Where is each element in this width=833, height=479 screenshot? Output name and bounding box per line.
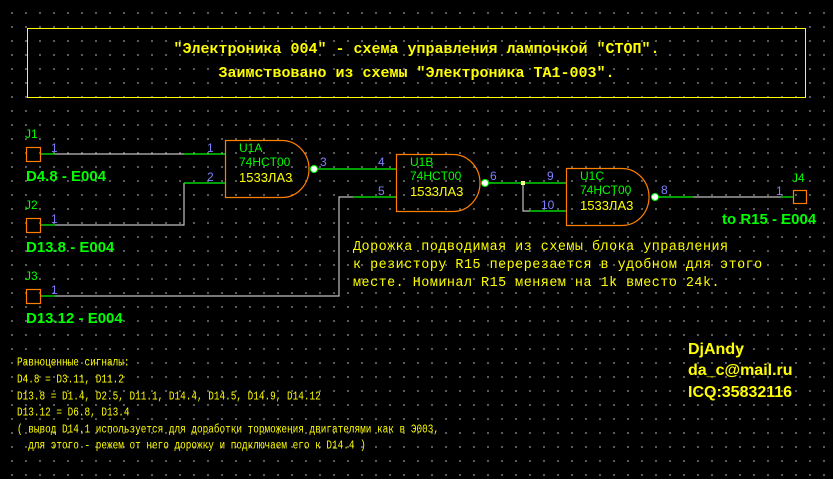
- j3-pin: 1: [51, 283, 58, 297]
- u1b-pin-out: 6: [490, 169, 497, 183]
- j3-ref: J3: [25, 269, 38, 283]
- nand-gate-u1c: [565, 167, 650, 227]
- j4-pin: 1: [776, 184, 783, 198]
- u1a-type: 74HCT00: [239, 155, 291, 169]
- connector-j2: [25, 217, 42, 234]
- note-line-3: месте. Номинал R15 меняем на 1k вместо 2…: [353, 276, 721, 291]
- u1c-ref: U1C: [580, 169, 605, 183]
- u1b-pin-in1: 4: [378, 155, 385, 169]
- u1c-pin-in2: 10: [541, 198, 555, 212]
- note-line-2: к резистору R15 перерезается в удобном д…: [353, 258, 763, 273]
- u1c-alt: 1533ЛА3: [580, 198, 634, 213]
- note-line-1: Дорожка подводимая из схемы блока управл…: [353, 240, 729, 255]
- u1b-alt: 1533ЛА3: [410, 184, 464, 199]
- nand-gate-u1a: [224, 139, 310, 199]
- inverter-bubble-u1c: [651, 193, 659, 201]
- u1a-pin-in1: 1: [207, 141, 214, 155]
- trace-j2: [55, 183, 185, 226]
- u1b-type: 74HCT00: [410, 169, 462, 183]
- u1a-pin-in2: 2: [207, 170, 214, 184]
- title-line-2: Заимствовано из схемы "Электроника ТА1-0…: [218, 65, 615, 82]
- equivalents-line: D13.8 = D1.4, D2.5, D11.1, D14.4, D14.5,…: [17, 389, 321, 404]
- u1a-alt: 1533ЛА3: [239, 170, 293, 185]
- inverter-bubble-u1a: [310, 165, 318, 173]
- connector-j1: [25, 146, 42, 163]
- j2-pin: 1: [51, 212, 58, 226]
- u1a-pin-out: 3: [320, 155, 327, 169]
- j2-net: D13.8 - E004: [26, 239, 115, 256]
- u1c-type: 74HCT00: [580, 183, 632, 197]
- j1-ref: J1: [25, 127, 38, 141]
- u1b-ref: U1B: [410, 155, 434, 169]
- j1-pin: 1: [51, 141, 58, 155]
- u1b-pin-in2: 5: [378, 184, 385, 198]
- u1c-pin-in1: 9: [547, 169, 554, 183]
- title-line-1: "Электроника 004" - схема управления лам…: [173, 41, 660, 58]
- inverter-bubble-u1b: [481, 179, 489, 187]
- u1c-pin-out: 8: [661, 183, 668, 197]
- author-icq: ICQ:35832116: [688, 384, 793, 401]
- u1a-ref: U1A: [239, 141, 263, 155]
- equivalents-line: ( вывод D14.1 используется для доработки…: [17, 422, 439, 437]
- j2-ref: J2: [25, 198, 38, 212]
- trace-j3: [55, 196, 353, 297]
- equivalents-heading: Равноценные сигналы:: [17, 355, 130, 370]
- author-email: da_c@mail.ru: [688, 362, 793, 379]
- nand-gate-u1b: [395, 153, 481, 213]
- equivalents-line: D4.8 = D3.11, D11.2: [17, 372, 124, 387]
- equivalents-line: D13.12 = D6.8, D13.4: [17, 405, 130, 420]
- j3-net: D13.12 - E004: [26, 310, 123, 327]
- equivalents-line: для этого - режем от него дорожку и подк…: [17, 438, 366, 453]
- title-frame: [27, 28, 806, 98]
- j4-net: to R15 - E004: [722, 211, 817, 228]
- j1-net: D4.8 - E004: [26, 168, 107, 185]
- connector-j3: [25, 288, 42, 305]
- author-name: DjAndy: [688, 341, 744, 358]
- connector-j4: [792, 189, 808, 205]
- junction-dot: [521, 181, 525, 185]
- j4-ref: J4: [792, 171, 805, 185]
- trace-u1c-pin10: [522, 183, 530, 212]
